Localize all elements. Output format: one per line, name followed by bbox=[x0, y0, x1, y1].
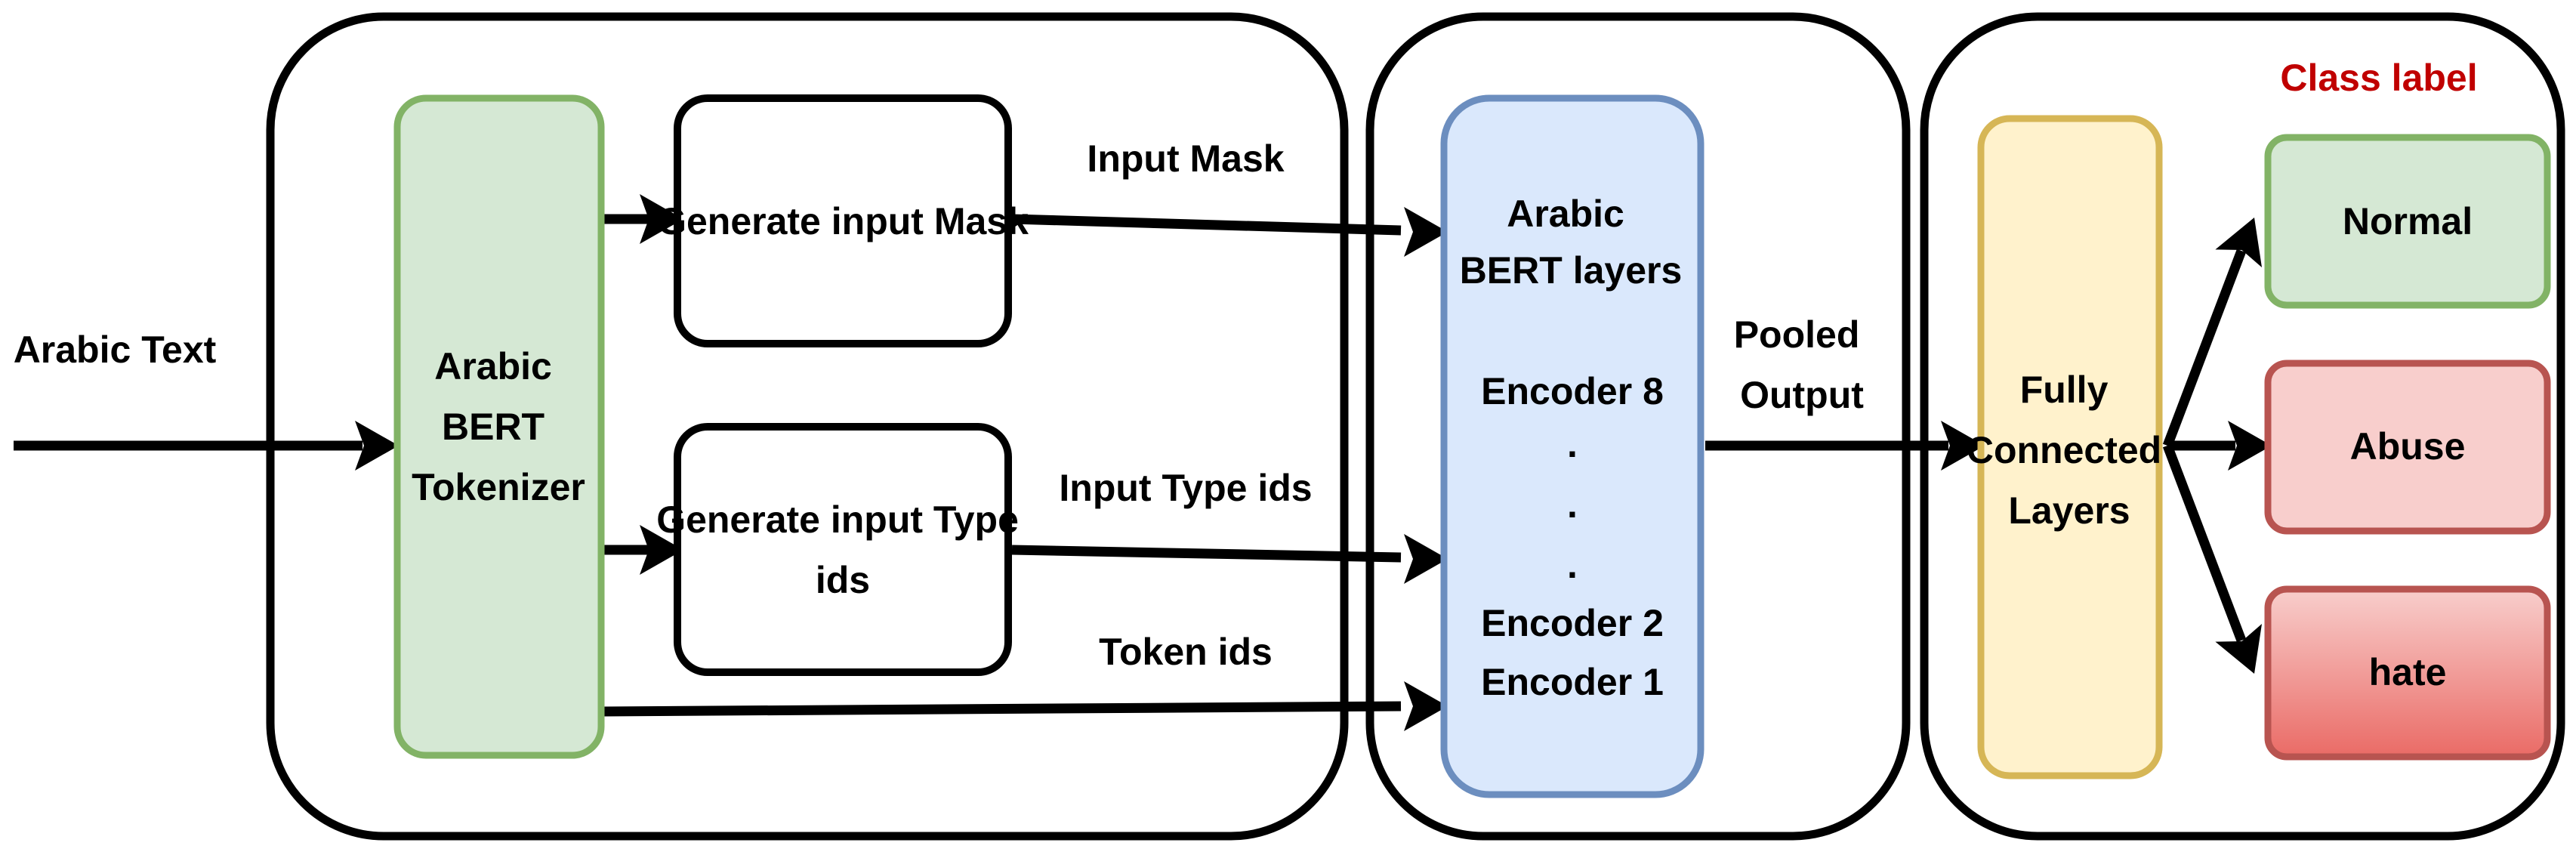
panel-classifier bbox=[1920, 12, 2565, 841]
generate-mask-box bbox=[674, 94, 1012, 347]
arrow-line-token-ids bbox=[603, 701, 1402, 717]
arrow-line-input-type-ids bbox=[1011, 545, 1402, 563]
arrow-head-to-hate bbox=[2215, 624, 2263, 674]
panel-bert bbox=[1365, 12, 1911, 841]
class-normal-box bbox=[2264, 134, 2551, 309]
arrow-head-to-abuse bbox=[2228, 421, 2272, 471]
generate-type-box bbox=[674, 423, 1012, 676]
fully-connected-box bbox=[1977, 115, 2163, 779]
arrow-head-tok-to-mask bbox=[640, 194, 683, 244]
panel-tokenization bbox=[266, 12, 1349, 841]
bert-layers-label: Arabic BERT layers bbox=[1460, 193, 1683, 292]
arabic-text-label: Arabic Text bbox=[14, 329, 217, 371]
encoder-dot-2: . bbox=[1567, 483, 1578, 526]
generate-type-label: Generate input Type ids bbox=[656, 498, 1029, 601]
arrow-head-pooled-output bbox=[1941, 421, 1985, 471]
tokenizer-label: Arabic BERT Tokenizer bbox=[412, 345, 585, 508]
arrow-head-token-ids bbox=[1404, 681, 1448, 731]
bert-layers-box bbox=[1440, 94, 1704, 798]
class-normal-label: Normal bbox=[2343, 200, 2473, 242]
class-abuse-label: Abuse bbox=[2350, 425, 2466, 468]
encoder-dot-1: . bbox=[1567, 423, 1578, 465]
fully-connected-label: Fully Connected Layers bbox=[1967, 369, 2172, 532]
arrow-line-to-hate bbox=[2162, 443, 2247, 643]
encoder-dot-3: . bbox=[1567, 544, 1578, 586]
class-label-title: Class label bbox=[2280, 57, 2477, 99]
generate-mask-label: Generate input Mask bbox=[657, 200, 1029, 242]
arrow-head-input-text bbox=[355, 421, 399, 471]
pooled-output-label: Pooled Output bbox=[1734, 313, 1871, 416]
arrow-line-to-normal bbox=[2162, 248, 2247, 448]
encoder-1-label: Encoder 1 bbox=[1481, 661, 1664, 703]
class-abuse-box bbox=[2264, 360, 2551, 535]
token-ids-label: Token ids bbox=[1099, 631, 1273, 673]
arrow-head-input-type-ids bbox=[1404, 534, 1448, 584]
class-hate-label: hate bbox=[2369, 651, 2447, 693]
input-type-ids-label: Input Type ids bbox=[1059, 467, 1312, 509]
tokenizer-box bbox=[393, 94, 605, 759]
arrow-head-tok-to-type bbox=[640, 525, 683, 575]
input-mask-label: Input Mask bbox=[1087, 137, 1284, 180]
encoder-8-label: Encoder 8 bbox=[1481, 370, 1664, 412]
arrow-head-to-normal bbox=[2215, 218, 2263, 267]
arrow-head-input-mask bbox=[1404, 207, 1448, 257]
arrow-line-input-mask bbox=[1011, 214, 1402, 236]
class-hate-box bbox=[2264, 585, 2551, 761]
encoder-2-label: Encoder 2 bbox=[1481, 602, 1664, 644]
